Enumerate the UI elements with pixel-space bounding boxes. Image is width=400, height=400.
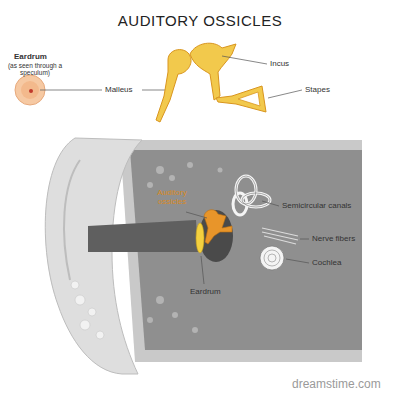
- note-label: (as seen through a speculum): [4, 62, 66, 77]
- ossicles-figure: [156, 43, 266, 122]
- part-label: Semicircular canals: [282, 201, 351, 210]
- umbo-dot: [29, 89, 33, 93]
- canal-outline: [236, 176, 270, 207]
- part-label: Cochlea: [312, 258, 341, 267]
- leader-line: [262, 201, 279, 206]
- leader-line: [142, 90, 166, 91]
- semicircular-canals: [233, 176, 270, 215]
- leader-line: [268, 90, 302, 98]
- leader-line: [201, 256, 204, 284]
- ossicles-in-ear: [204, 210, 232, 244]
- leader-line: [286, 259, 309, 263]
- part-label: Auditory ossicles: [150, 188, 194, 206]
- part-label: Stapes: [305, 85, 330, 94]
- part-label: Malleus: [105, 85, 133, 94]
- pinna: [45, 138, 142, 374]
- cartilage-texture: [71, 281, 104, 339]
- leader-line: [222, 56, 267, 64]
- heading-label: Eardrum: [14, 52, 47, 61]
- part-label: Nerve fibers: [312, 234, 355, 243]
- cochlea-part: [260, 246, 284, 270]
- eardrum-inner: [21, 81, 39, 99]
- part-label: Eardrum: [190, 287, 221, 296]
- leader-line: [186, 212, 207, 218]
- watermark: dreamstime.com: [292, 378, 381, 392]
- eardrum-part: [196, 223, 204, 253]
- ear-canal: [88, 220, 198, 252]
- leader-line: [40, 90, 102, 91]
- part-label: Incus: [270, 59, 289, 68]
- pinna-fold: [64, 160, 80, 280]
- nerve-fibers-part: [262, 228, 298, 244]
- leader-line: [300, 239, 309, 240]
- diagram-title: AUDITORY OSSICLES: [0, 12, 400, 29]
